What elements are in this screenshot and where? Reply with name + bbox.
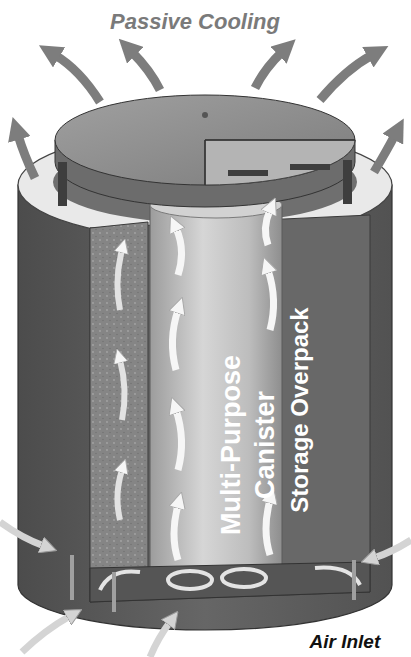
airflow-arrow	[117, 470, 122, 520]
cooling-arrow	[320, 55, 372, 100]
overpack-shell	[18, 185, 392, 630]
airflow-label: Passive Cooling	[110, 9, 280, 35]
inlet-arrow	[150, 622, 170, 657]
cooling-arrow	[132, 52, 160, 90]
concrete-wall	[90, 222, 148, 602]
component-label: Storage Overpack	[285, 290, 315, 530]
component-label: Multi-Purpose Canister	[214, 325, 282, 565]
lid-cut-edge	[205, 139, 355, 141]
inlet-swirl	[222, 569, 266, 587]
lid-cut-edge	[204, 140, 206, 185]
cooling-arrow	[374, 135, 395, 172]
inlet-swirl	[168, 571, 212, 589]
base-pedestal	[90, 562, 370, 602]
cooling-arrow	[55, 55, 100, 102]
lid-bracket	[290, 164, 330, 170]
airflow-arrow	[117, 250, 122, 310]
airflow-arrow	[174, 505, 178, 560]
lid-bracket	[343, 160, 352, 204]
inlet-arrow	[0, 522, 44, 546]
inlet-arrow	[374, 540, 411, 558]
lid-bracket	[58, 162, 67, 206]
airflow-arrow	[265, 210, 270, 245]
inlet-duct	[352, 560, 356, 600]
inlet-duct	[112, 572, 116, 612]
airflow-arrow	[176, 410, 182, 470]
cooling-arrow	[18, 135, 35, 178]
airflow-arrow	[176, 228, 182, 275]
airflow-label: Air Inlet	[310, 631, 381, 653]
airflow-arrow	[120, 360, 125, 420]
cooling-arrow	[255, 52, 282, 88]
storage-overpack: Storage OverpackMulti-Purpose Canister	[18, 180, 393, 600]
canister-shell	[150, 205, 282, 587]
airflow-arrow	[172, 310, 178, 370]
airflow-arrow	[266, 500, 270, 555]
inlet-swirl	[100, 571, 140, 590]
lid-bracket	[228, 170, 268, 176]
lid-top	[55, 95, 355, 185]
inlet-duct	[70, 555, 74, 600]
lid-bolt	[202, 112, 208, 118]
airflow-arrow	[268, 270, 274, 330]
multi-purpose-canister: Multi-Purpose Canister	[150, 200, 282, 600]
inlet-arrow	[22, 616, 70, 652]
lid-cutout	[205, 140, 355, 185]
